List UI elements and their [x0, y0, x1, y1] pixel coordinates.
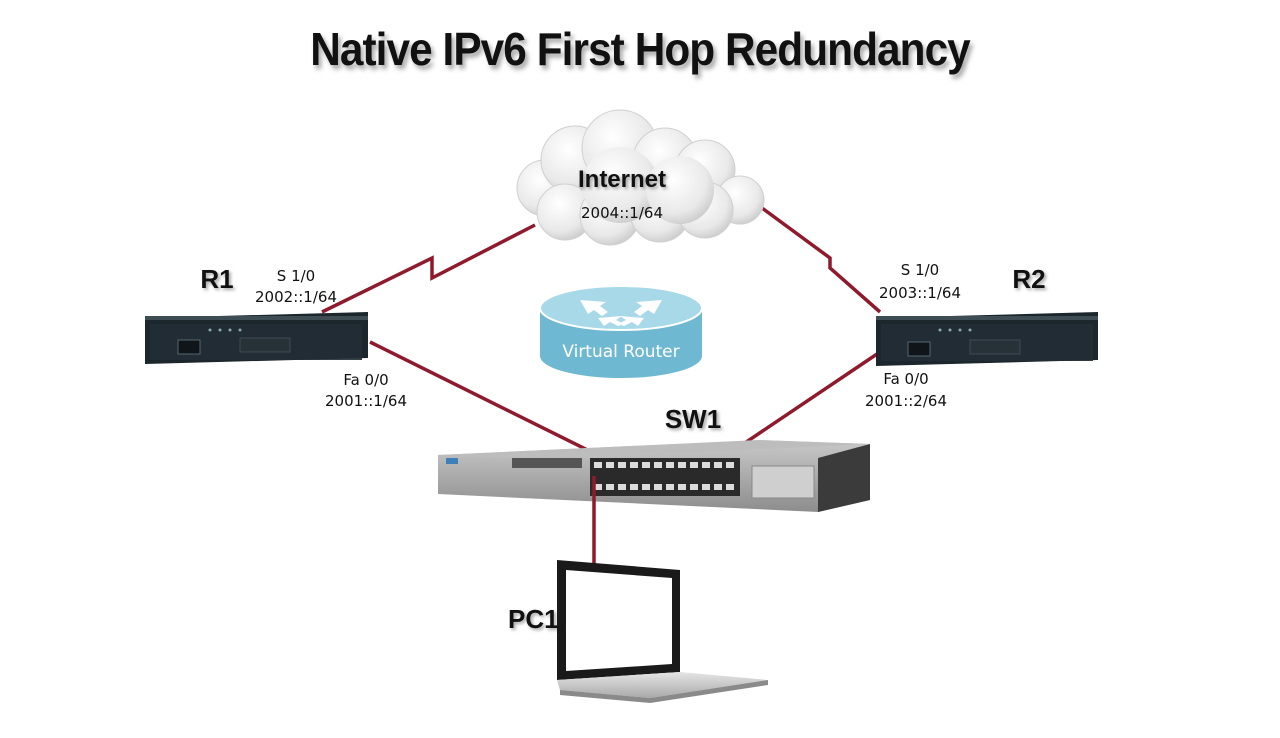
r1-serial-interface: S 1/0 — [276, 267, 316, 285]
virtual-router-icon — [539, 285, 703, 378]
laptop-pc1-icon — [557, 560, 768, 703]
switch-sw1-icon — [438, 440, 870, 512]
router-r1-icon — [145, 312, 368, 364]
r2-serial-address: 2003::1/64 — [879, 284, 961, 302]
internet-cloud-icon — [516, 109, 765, 246]
r2-fa-interface: Fa 0/0 — [883, 370, 929, 388]
virtual-router-label: Virtual Router — [562, 342, 680, 362]
link-r2-internet — [760, 206, 882, 314]
pc1-label: PC1 — [508, 604, 559, 634]
link-r1-internet — [321, 223, 536, 314]
internet-label: Internet — [577, 166, 666, 193]
diagram-title: Native IPv6 First Hop Redundancy — [310, 23, 971, 75]
r1-serial-address: 2002::1/64 — [255, 288, 337, 306]
r2-serial-interface: S 1/0 — [900, 261, 940, 279]
r1-fa-interface: Fa 0/0 — [343, 371, 389, 389]
r1-label: R1 — [200, 264, 234, 294]
r2-fa-address: 2001::2/64 — [865, 392, 947, 410]
router-r2-icon — [876, 312, 1098, 366]
r1-fa-address: 2001::1/64 — [325, 392, 407, 410]
internet-address: 2004::1/64 — [581, 204, 663, 222]
r2-label: R2 — [1012, 264, 1046, 294]
sw1-label: SW1 — [664, 404, 722, 434]
